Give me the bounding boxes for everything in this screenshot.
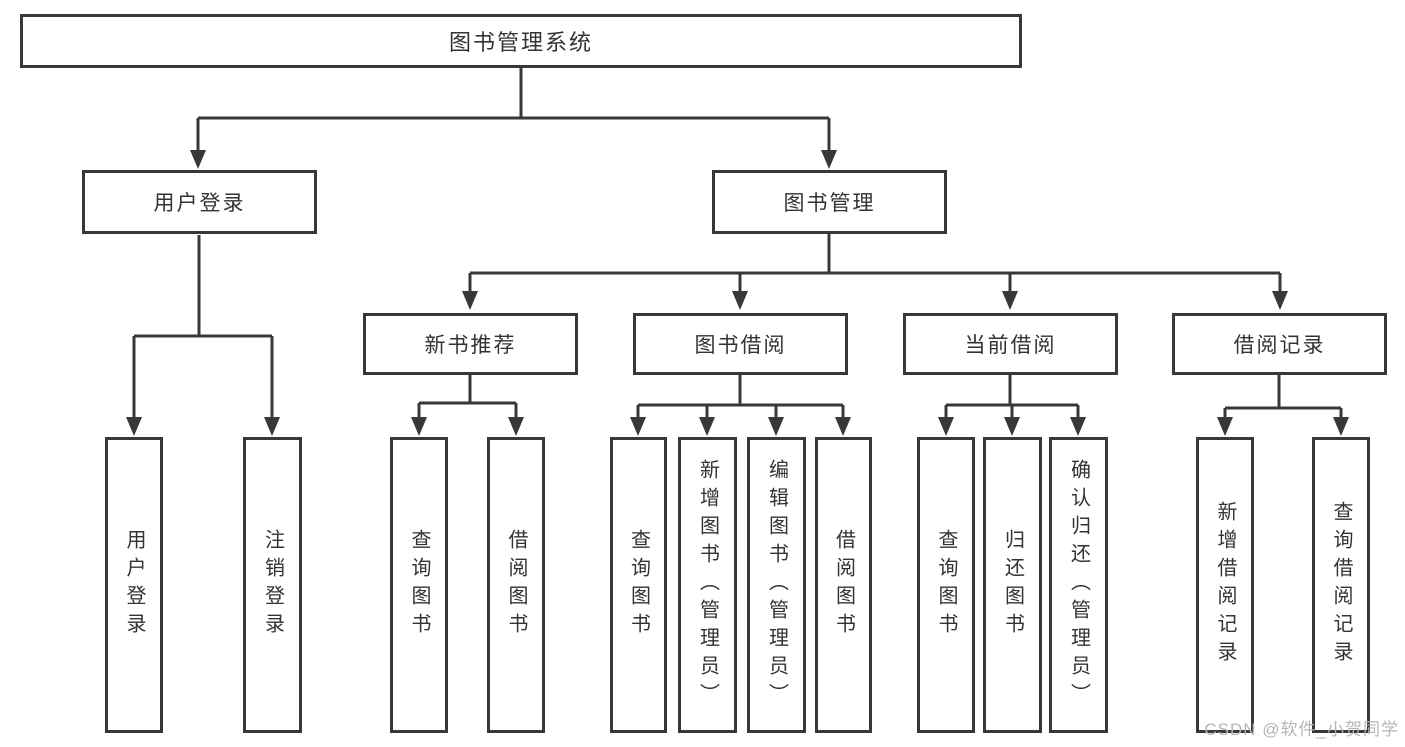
- arrowhead-icon: [1002, 291, 1018, 310]
- connector-book-borrowing-to-leaves: [630, 375, 851, 436]
- node-borrowing-add-books-admin: 新增图书（管理员）: [678, 437, 737, 733]
- node-recommend-borrow-books: 借阅图书: [487, 437, 545, 733]
- arrowhead-icon: [1272, 291, 1288, 310]
- node-book-borrowing: 图书借阅: [633, 313, 848, 375]
- node-records-add-borrow-record: 新增借阅记录: [1196, 437, 1254, 733]
- arrowhead-icon: [768, 417, 784, 436]
- arrowhead-icon: [462, 291, 478, 310]
- arrowhead-icon: [264, 417, 280, 436]
- node-new-book-recommendation: 新书推荐: [363, 313, 578, 375]
- arrowhead-icon: [1004, 417, 1020, 436]
- arrowhead-icon: [1333, 417, 1349, 436]
- arrowhead-icon: [732, 291, 748, 310]
- arrowhead-icon: [835, 417, 851, 436]
- arrowhead-icon: [508, 417, 524, 436]
- node-user-login-action: 用户登录: [105, 437, 163, 733]
- connector-borrowing-records-to-leaves: [1217, 375, 1349, 436]
- node-logout-action: 注销登录: [243, 437, 302, 733]
- arrowhead-icon: [699, 417, 715, 436]
- node-current-confirm-return-admin: 确认归还（管理员）: [1049, 437, 1108, 733]
- node-user-login: 用户登录: [82, 170, 317, 234]
- node-borrowing-borrow-books: 借阅图书: [815, 437, 872, 733]
- arrowhead-icon: [411, 417, 427, 436]
- node-borrowing-edit-books-admin: 编辑图书（管理员）: [747, 437, 806, 733]
- watermark: CSDN @软件_小贺同学: [1204, 720, 1399, 739]
- connector-new-book-recommendation-to-leaves: [411, 375, 524, 436]
- node-borrowing-query-books: 查询图书: [610, 437, 667, 733]
- arrowhead-icon: [938, 417, 954, 436]
- arrowhead-icon: [1217, 417, 1233, 436]
- arrowhead-icon: [190, 150, 206, 169]
- connector-current-borrowing-to-leaves: [938, 375, 1086, 436]
- node-book-management: 图书管理: [712, 170, 947, 234]
- connector-book-management-to-sections: [462, 233, 1288, 310]
- connector-root-to-branches: [190, 68, 837, 169]
- node-root: 图书管理系统: [20, 14, 1022, 68]
- connector-user-login-to-leaves: [126, 235, 280, 436]
- node-records-query-borrow-record: 查询借阅记录: [1312, 437, 1370, 733]
- node-current-query-books: 查询图书: [917, 437, 975, 733]
- node-current-return-books: 归还图书: [983, 437, 1042, 733]
- arrowhead-icon: [821, 150, 837, 169]
- arrowhead-icon: [1070, 417, 1086, 436]
- node-borrowing-records: 借阅记录: [1172, 313, 1387, 375]
- node-current-borrowing: 当前借阅: [903, 313, 1118, 375]
- arrowhead-icon: [630, 417, 646, 436]
- arrowhead-icon: [126, 417, 142, 436]
- node-recommend-query-books: 查询图书: [390, 437, 448, 733]
